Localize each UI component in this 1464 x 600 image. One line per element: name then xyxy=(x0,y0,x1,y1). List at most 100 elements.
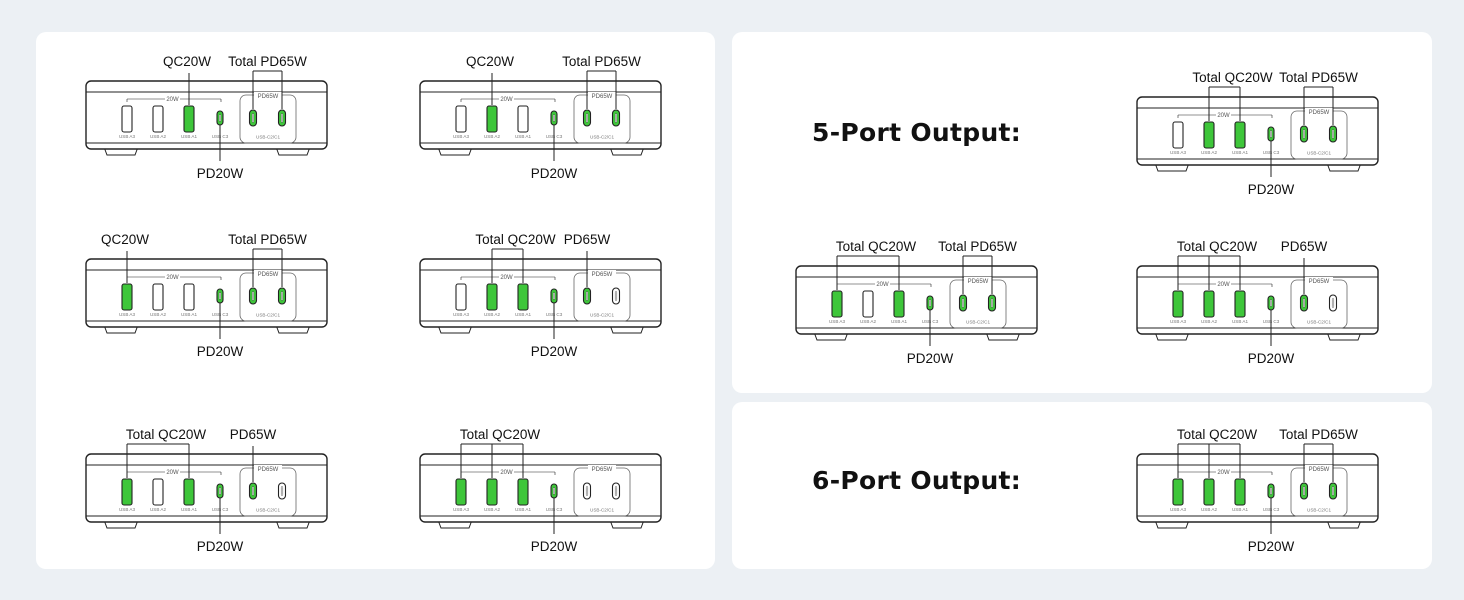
port-label: USB A3 xyxy=(829,319,846,324)
port-label: USB A2 xyxy=(484,134,501,139)
port-label: USB A1 xyxy=(1232,150,1249,155)
group-20w-mask xyxy=(499,468,514,476)
six-port-title: 6-Port Output: xyxy=(812,466,1022,495)
group-pd65w-label: PD65W xyxy=(592,94,613,100)
group-pd65w-label: PD65W xyxy=(258,467,279,473)
port-tongue xyxy=(1302,486,1305,496)
port-tongue xyxy=(1302,298,1305,308)
bottom-label: PD20W xyxy=(531,344,578,359)
top-right-label: Total PD65W xyxy=(1279,70,1358,85)
port-tongue xyxy=(928,299,931,307)
pd65w-mask xyxy=(588,465,616,473)
port-label: USB A1 xyxy=(891,319,908,324)
port-label: USB A2 xyxy=(860,319,877,324)
group-20w-mask xyxy=(499,95,514,103)
port-usba1 xyxy=(183,478,195,506)
port-usba2 xyxy=(486,283,498,311)
port-label: USB A2 xyxy=(150,134,167,139)
port-usba3 xyxy=(1172,121,1184,149)
group-20w-label: 20W xyxy=(1217,282,1230,288)
port-usba1 xyxy=(893,290,905,318)
port-usba2 xyxy=(152,105,164,133)
bottom-label: PD20W xyxy=(197,539,244,554)
top-left-label: Total QC20W xyxy=(460,427,541,442)
port-label: USB A1 xyxy=(181,134,198,139)
group-20w-label: 20W xyxy=(1217,470,1230,476)
port-usba2 xyxy=(1203,121,1215,149)
port-tongue xyxy=(280,113,283,123)
group-20w-mask xyxy=(165,468,180,476)
pd65w-mask xyxy=(254,270,282,278)
pd65w-mask xyxy=(964,277,992,285)
port-tongue xyxy=(280,291,283,301)
port-tongue xyxy=(585,291,588,301)
top-right-label: PD65W xyxy=(564,232,611,247)
port-label: USB A2 xyxy=(484,312,501,317)
port-label-usbc21: USB-C2/C1 xyxy=(590,508,614,513)
port-usba3 xyxy=(1172,478,1184,506)
top-left-label: Total QC20W xyxy=(1177,427,1258,442)
group-20w-label: 20W xyxy=(500,97,513,103)
top-left-label: Total QC20W xyxy=(475,232,556,247)
bottom-label: PD20W xyxy=(531,539,578,554)
top-right-label: Total PD65W xyxy=(228,54,307,69)
top-left-label: QC20W xyxy=(101,232,149,247)
port-usba2 xyxy=(486,105,498,133)
port-tongue xyxy=(552,114,555,122)
port-tongue xyxy=(1269,299,1272,307)
port-usba2 xyxy=(1203,478,1215,506)
port-label-usbc21: USB-C2/C1 xyxy=(1307,151,1331,156)
group-20w-label: 20W xyxy=(500,470,513,476)
top-left-label: Total QC20W xyxy=(1192,70,1273,85)
group-20w-mask xyxy=(165,273,180,281)
port-tongue xyxy=(1269,487,1272,495)
top-left-label: Total QC20W xyxy=(126,427,207,442)
port-label: USB A3 xyxy=(453,507,470,512)
port-tongue xyxy=(1331,486,1334,496)
port-label: USB A3 xyxy=(1170,507,1187,512)
port-label: USB A2 xyxy=(484,507,501,512)
top-right-label: Total PD65W xyxy=(938,239,1017,254)
port-tongue xyxy=(585,113,588,123)
group-pd65w-label: PD65W xyxy=(1309,279,1330,285)
port-tongue xyxy=(614,291,617,301)
port-usba2 xyxy=(152,283,164,311)
port-tongue xyxy=(251,113,254,123)
group-20w-mask xyxy=(1216,468,1231,476)
port-tongue xyxy=(552,487,555,495)
top-left-label: QC20W xyxy=(163,54,211,69)
top-right-label: PD65W xyxy=(1281,239,1328,254)
port-tongue xyxy=(1331,129,1334,139)
top-right-label: PD65W xyxy=(230,427,277,442)
port-label: USB A3 xyxy=(119,134,136,139)
port-usba3 xyxy=(121,105,133,133)
pd65w-mask xyxy=(254,465,282,473)
top-right-label: Total PD65W xyxy=(1279,427,1358,442)
port-usba3 xyxy=(121,283,133,311)
port-label-usbc21: USB-C2/C1 xyxy=(256,508,280,513)
port-label: USB A2 xyxy=(1201,150,1218,155)
group-pd65w-label: PD65W xyxy=(1309,467,1330,473)
pd65w-mask xyxy=(1305,277,1333,285)
group-pd65w-label: PD65W xyxy=(258,272,279,278)
port-tongue xyxy=(585,486,588,496)
group-pd65w-label: PD65W xyxy=(592,467,613,473)
top-left-label: QC20W xyxy=(466,54,514,69)
group-20w-label: 20W xyxy=(166,275,179,281)
pd65w-mask xyxy=(588,270,616,278)
bottom-label: PD20W xyxy=(197,344,244,359)
bottom-label: PD20W xyxy=(1248,182,1295,197)
port-usba3 xyxy=(121,478,133,506)
